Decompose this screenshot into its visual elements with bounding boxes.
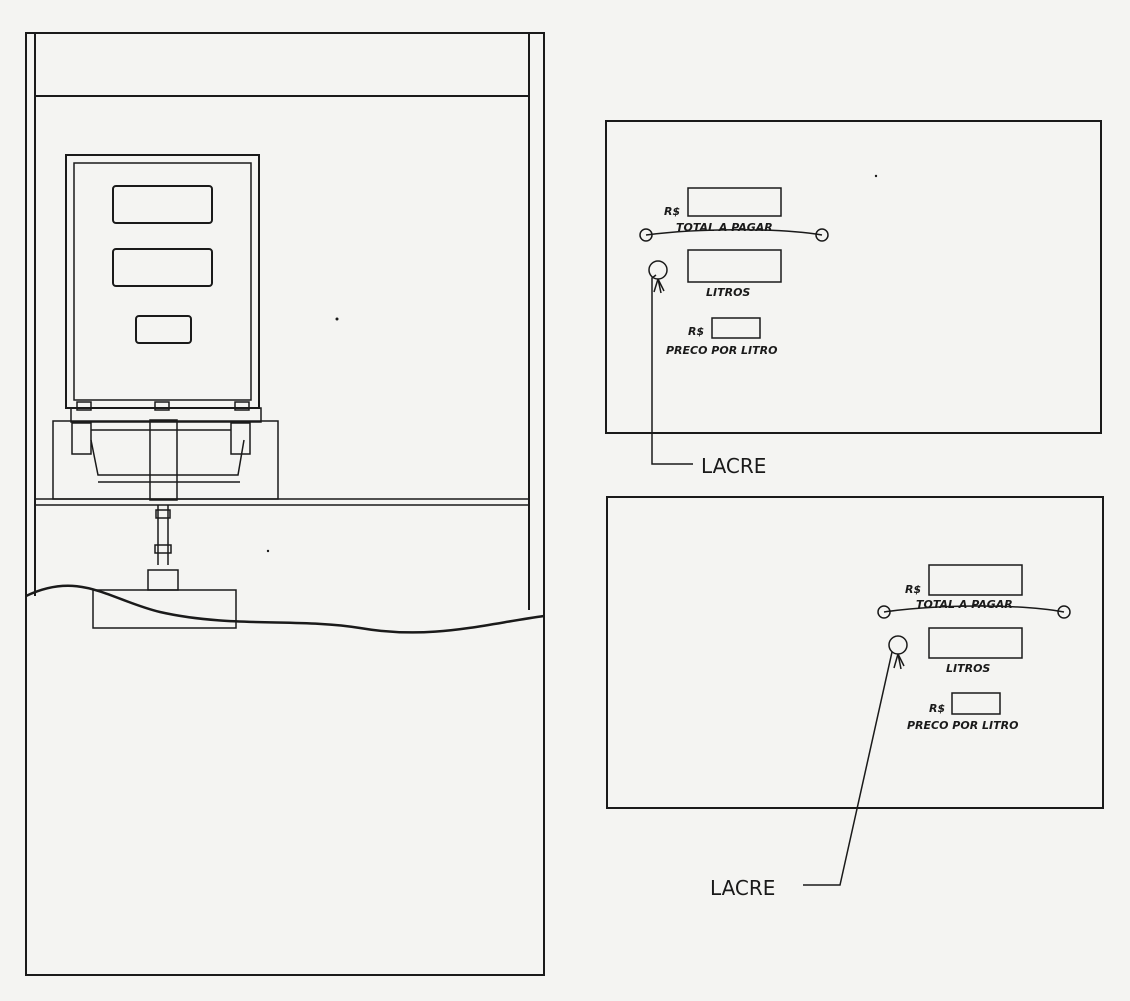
- break-line: [25, 584, 545, 634]
- price-label-top: PRECO POR LITRO: [666, 344, 777, 357]
- total-box-top: [687, 187, 782, 217]
- display-head: [65, 154, 260, 409]
- paper-specks: [266, 174, 878, 553]
- seal-screw-right-top: [815, 228, 829, 242]
- liters-label-top: LITROS: [706, 286, 750, 299]
- display-panel-bottom: R$ TOTAL A PAGAR LITROS R$ PRECO POR LIT…: [606, 496, 1104, 900]
- seal-ring-top: [648, 260, 668, 280]
- total-label-bottom: TOTAL A PAGAR: [916, 598, 1013, 611]
- display-window-price: [135, 315, 192, 344]
- seal-screw-right-bottom: [1057, 605, 1071, 619]
- display-window-total: [112, 185, 213, 224]
- display-window-liters: [112, 248, 213, 287]
- currency-price-top: R$: [688, 325, 704, 338]
- price-label-bottom: PRECO POR LITRO: [907, 719, 1018, 732]
- pump-motor-block: [92, 589, 237, 629]
- display-panel-top: R$ TOTAL A PAGAR LITROS R$ PRECO POR LIT…: [605, 120, 1102, 478]
- currency-total-top: R$: [664, 205, 680, 218]
- seal-wire-top: [645, 229, 823, 236]
- seal-screw-left-bottom: [877, 605, 891, 619]
- mounting-bracket: [52, 401, 279, 500]
- seal-label-bottom: LACRE: [710, 876, 775, 900]
- price-box-top: [711, 317, 761, 339]
- pump-cabinet: [25, 32, 545, 976]
- liters-box-top: [687, 249, 782, 283]
- seal-ring-bottom: [888, 635, 908, 655]
- seal-wire-bottom: [883, 605, 1065, 613]
- seal-label-top: LACRE: [701, 454, 766, 478]
- total-box-bottom: [928, 564, 1023, 596]
- liters-box-bottom: [928, 627, 1023, 659]
- drive-shaft: [92, 419, 237, 629]
- total-label-top: TOTAL A PAGAR: [676, 221, 773, 234]
- seal-leader-bottom: [803, 651, 893, 886]
- liters-label-bottom: LITROS: [946, 662, 990, 675]
- currency-total-bottom: R$: [905, 583, 921, 596]
- currency-price-bottom: R$: [929, 702, 945, 715]
- pump-elevation: [25, 32, 545, 976]
- price-box-bottom: [951, 692, 1001, 715]
- seal-screw-left-top: [639, 228, 653, 242]
- seal-leader-top: [651, 274, 693, 465]
